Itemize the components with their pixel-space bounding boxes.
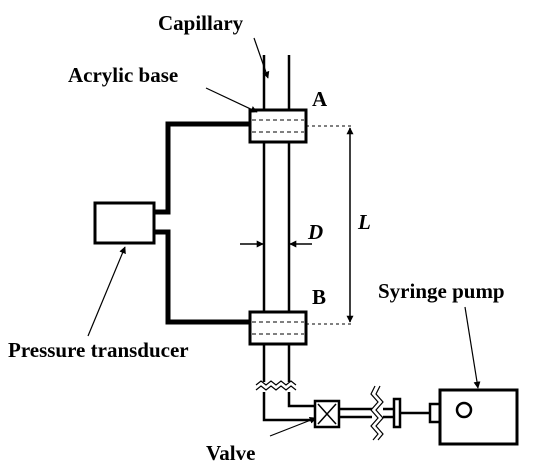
diameter-label: D [307,220,323,244]
capillary-break-marks [255,380,297,391]
length-label: L [357,210,371,234]
syringe-pump-label: Syringe pump [378,279,505,303]
acrylic-base-label: Acrylic base [68,63,178,87]
acrylic-base-a [248,108,308,144]
acrylic-base-b [248,310,308,346]
pressure-transducer-label: Pressure transducer [8,338,189,362]
pressure-lines [154,121,250,325]
valve [313,399,341,429]
reference-lines [306,125,352,325]
tube-break-marks [370,385,384,441]
point-b-label: B [312,285,326,309]
capillary-label: Capillary [158,11,244,35]
syringe-pump [383,388,519,446]
point-a-label: A [312,87,328,111]
lower-plumbing [262,392,372,422]
pressure-transducer-box [93,201,156,245]
capillary-tube [262,55,291,382]
leader-lines [87,37,481,437]
valve-label: Valve [206,441,255,465]
